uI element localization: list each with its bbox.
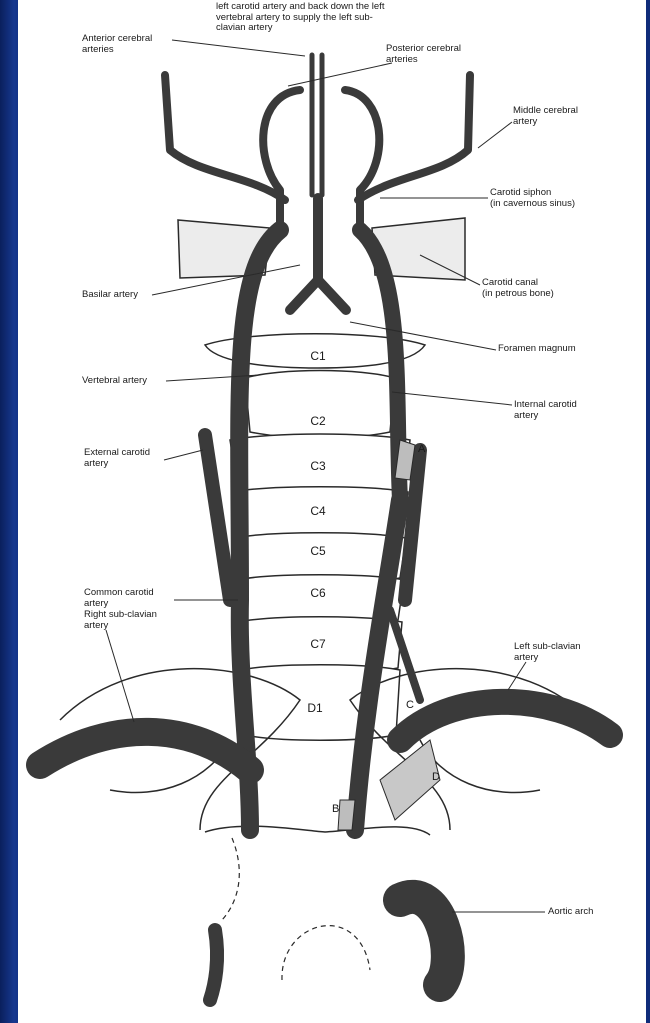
vertebra-label-c2: C2 <box>310 414 326 428</box>
marker-c: C <box>406 699 414 711</box>
vertebra-label-c3: C3 <box>310 459 326 473</box>
label-external-carotid-artery: External carotid artery <box>84 448 150 469</box>
label-basilar-artery: Basilar artery <box>82 290 138 301</box>
vertebra-label-c1: C1 <box>310 349 326 363</box>
rib-lower-left <box>420 740 540 793</box>
leader-right-subclavian <box>106 630 134 722</box>
label-top-note: left carotid artery and back down the le… <box>216 2 384 34</box>
label-anterior-cerebral-arteries: Anterior cerebral arteries <box>82 34 152 55</box>
label-carotid-canal: Carotid canal (in petrous bone) <box>482 278 554 299</box>
basilar-artery <box>290 198 346 310</box>
posterior-cerebral-artery-right <box>263 90 300 230</box>
leader-external-carotid <box>164 450 203 460</box>
label-foramen-magnum: Foramen magnum <box>498 344 576 355</box>
label-carotid-siphon: Carotid siphon (in cavernous sinus) <box>490 188 575 209</box>
vertebra-label-c5: C5 <box>310 544 326 558</box>
leader-anterior-cerebral <box>172 40 305 56</box>
stenosis-region-b <box>338 800 355 830</box>
label-internal-carotid-artery: Internal carotid artery <box>514 400 577 421</box>
label-middle-cerebral-artery: Middle cerebral artery <box>513 106 578 127</box>
leader-posterior-cerebral <box>288 63 392 86</box>
left-subclavian-artery <box>400 702 610 740</box>
middle-cerebral-artery-left <box>358 75 470 200</box>
aorta-dashed <box>282 926 370 980</box>
vertebra-label-d1: D1 <box>307 701 323 715</box>
stenosis-region-d <box>380 740 440 820</box>
leader-middle-cerebral <box>478 122 512 148</box>
vertebra-label-c6: C6 <box>310 586 326 600</box>
label-aortic-arch: Aortic arch <box>548 907 593 918</box>
aorta-outline <box>205 826 430 835</box>
brachiocephalic-stump <box>210 930 217 1000</box>
label-right-subclavian-artery: Right sub-clavian artery <box>84 610 157 631</box>
vertebra-label-c4: C4 <box>310 504 326 518</box>
aorta-dashed-2 <box>222 838 239 920</box>
aortic-arch <box>400 897 448 985</box>
vertebra-label-c7: C7 <box>310 637 326 651</box>
label-posterior-cerebral-arteries: Posterior cerebral arteries <box>386 44 461 65</box>
right-subclavian-artery <box>40 732 250 770</box>
external-carotid-artery-right <box>205 435 230 600</box>
marker-a: A <box>418 443 426 455</box>
marker-b: B <box>332 803 339 815</box>
label-common-carotid-artery: Common carotid artery <box>84 588 154 609</box>
leader-internal-carotid <box>392 392 512 405</box>
label-vertebral-artery: Vertebral artery <box>82 376 147 387</box>
label-left-subclavian-artery: Left sub-clavian artery <box>514 642 581 663</box>
marker-d: D <box>432 771 440 783</box>
posterior-cerebral-artery-left <box>345 90 379 230</box>
